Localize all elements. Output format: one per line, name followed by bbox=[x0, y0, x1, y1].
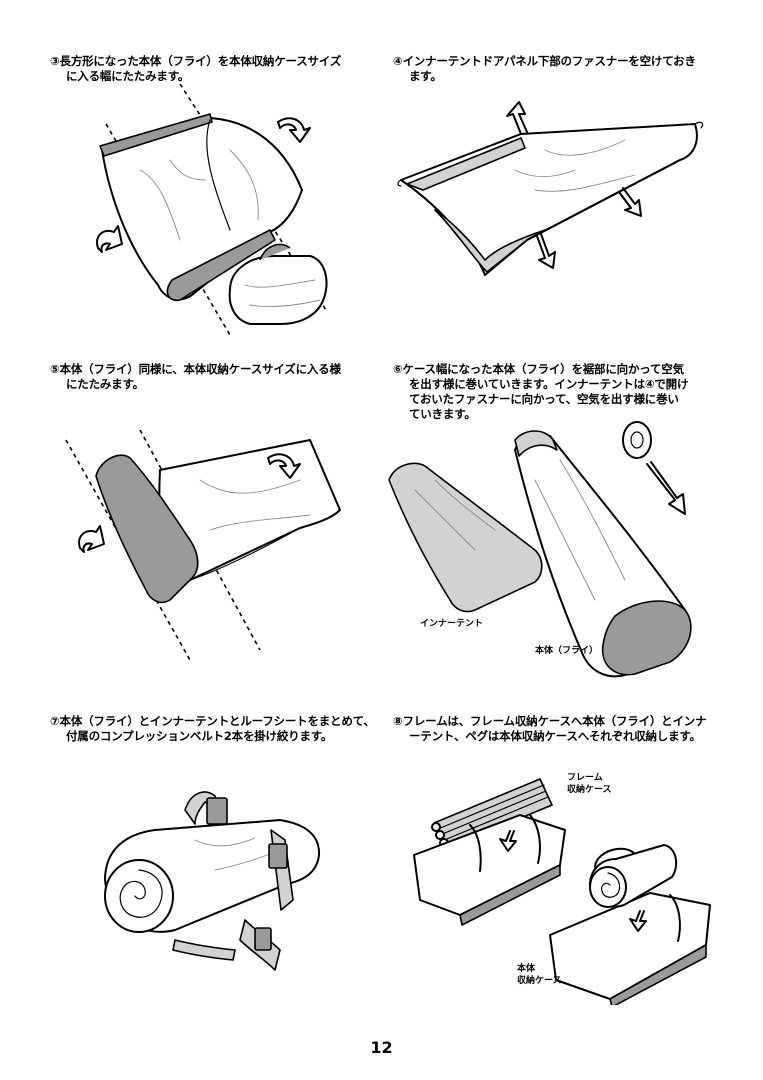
step-7-text: ⑦本体（フライ）とインナーテントとルーフシートをまとめて、 付属のコンプレッショ… bbox=[50, 714, 375, 744]
frame-case-label: フレーム 収納ケース bbox=[567, 772, 612, 796]
step-6-line-2: を出す様に巻いていきます。インナーテントは④で開け bbox=[409, 377, 689, 391]
step-8-text: ⑧フレームは、フレーム収納ケースへ本体（フライ）とインナ ーテント、ペグは本体収… bbox=[393, 714, 707, 744]
step-6-line-3: ておいたファスナーに向かって、空気を出す様に巻い bbox=[409, 392, 679, 406]
step-6-text: ⑥ケース幅になった本体（フライ）を裾部に向かって空気 を出す様に巻いていきます。… bbox=[393, 362, 688, 422]
step-4-line-1: ④インナーテントドアパネル下部のファスナーを空けておき bbox=[393, 54, 696, 68]
step-4-line-2: ます。 bbox=[409, 69, 442, 83]
step-5-line-2: にたたみます。 bbox=[66, 377, 144, 391]
step-7-illustration bbox=[104, 791, 321, 971]
fly-label: 本体（フライ） bbox=[535, 646, 599, 656]
step-5-illustration bbox=[65, 429, 341, 661]
step-8-line-2: ーテント、ペグは本体収納ケースへそれぞれ収納します。 bbox=[409, 729, 701, 743]
step-3-illustration bbox=[96, 83, 328, 336]
step-6-line-4: ていきます。 bbox=[409, 407, 476, 421]
body-case-label: 本体 収納ケース bbox=[517, 963, 562, 987]
step-7-line-2: 付属のコンプレッションベルト2本を掛け絞ります。 bbox=[66, 729, 333, 743]
step-3-line-1: ③長方形になった本体（フライ）を本体収納ケースサイズ bbox=[50, 54, 342, 68]
inner-tent-label: インナーテント bbox=[420, 619, 484, 629]
step-4-illustration bbox=[397, 101, 704, 276]
step-5-line-1: ⑤本体（フライ）同様に、本体収納ケースサイズに入る様 bbox=[50, 362, 341, 376]
step-6-line-1: ⑥ケース幅になった本体（フライ）を裾部に向かって空気 bbox=[393, 362, 684, 376]
body-case-label-line-1: 本体 bbox=[517, 964, 536, 974]
step-8-line-1: ⑧フレームは、フレーム収納ケースへ本体（フライ）とインナ bbox=[393, 714, 707, 728]
step-3-text: ③長方形になった本体（フライ）を本体収納ケースサイズ に入る幅にたたみます。 bbox=[50, 54, 341, 84]
step-8-illustration bbox=[413, 778, 711, 1005]
step-3-line-2: に入る幅にたたみます。 bbox=[66, 69, 190, 83]
body-case-label-line-2: 収納ケース bbox=[517, 976, 562, 986]
frame-case-label-line-1: フレーム bbox=[567, 773, 603, 783]
step-6-illustration bbox=[388, 421, 692, 678]
step-5-text: ⑤本体（フライ）同様に、本体収納ケースサイズに入る様 にたたみます。 bbox=[50, 362, 341, 392]
page-number: 12 bbox=[370, 1038, 393, 1057]
frame-case-label-line-2: 収納ケース bbox=[567, 785, 612, 795]
step-4-text: ④インナーテントドアパネル下部のファスナーを空けておき ます。 bbox=[393, 54, 696, 84]
step-7-line-1: ⑦本体（フライ）とインナーテントとルーフシートをまとめて、 bbox=[50, 714, 375, 728]
